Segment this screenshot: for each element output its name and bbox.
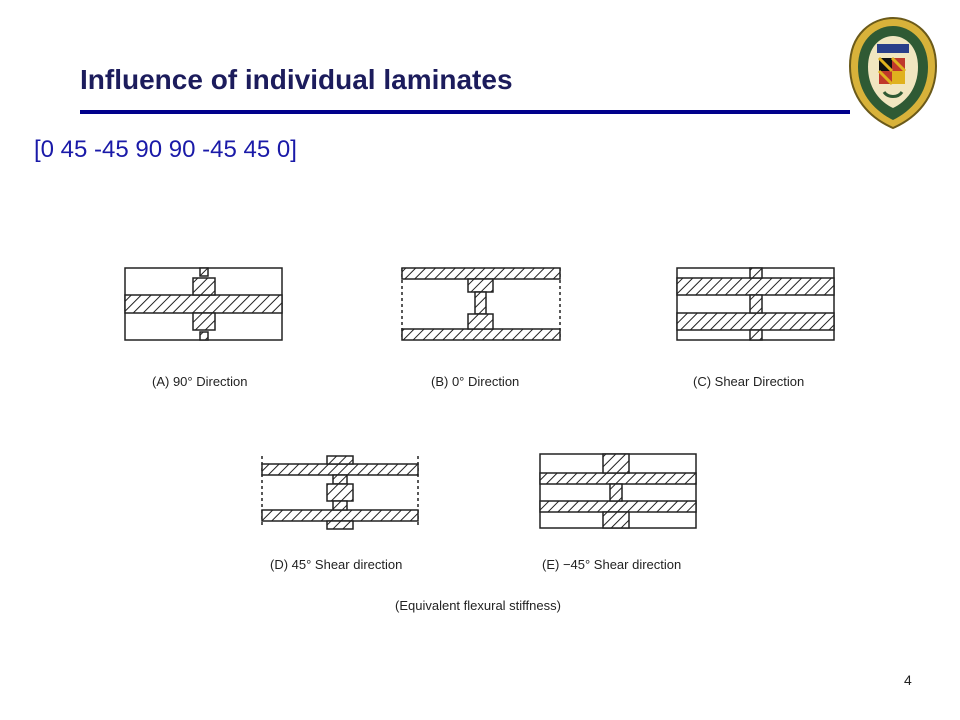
- panel-b-0-direction: [401, 267, 561, 341]
- layup-sequence: [0 45 -45 90 90 -45 45 0]: [34, 136, 297, 163]
- page-number: 4: [904, 672, 912, 688]
- panel-c-shear-direction: [676, 267, 835, 341]
- caption-b: (B) 0° Direction: [431, 374, 519, 389]
- panel-e-minus-45-shear-direction: [539, 453, 697, 529]
- figure-footnote: (Equivalent flexural stiffness): [395, 598, 561, 613]
- caption-a: (A) 90° Direction: [152, 374, 248, 389]
- caption-c: (C) Shear Direction: [693, 374, 804, 389]
- title-underline: [80, 110, 850, 114]
- panel-d-45-shear-direction: [261, 455, 419, 530]
- university-seal-icon: [848, 16, 938, 130]
- caption-e: (E) −45° Shear direction: [542, 557, 681, 572]
- panel-a-90-direction: [124, 267, 283, 341]
- slide-title: Influence of individual laminates: [80, 64, 513, 95]
- caption-d: (D) 45° Shear direction: [270, 557, 402, 572]
